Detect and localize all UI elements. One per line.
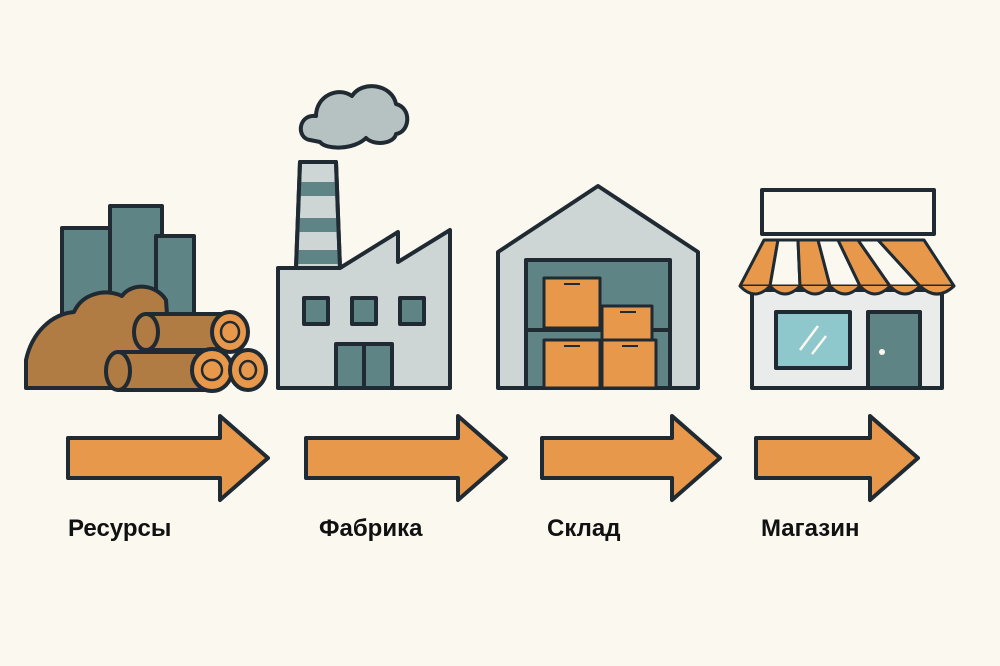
arrow-right-icon-factory — [304, 414, 508, 502]
smoke-cloud-icon — [299, 84, 410, 150]
shop-window — [774, 310, 852, 370]
shop-door — [866, 310, 922, 390]
stage-label-store: Магазин — [761, 515, 860, 542]
store-icon — [738, 188, 956, 390]
stage-label-resources: Ресурсы — [68, 515, 172, 542]
warehouse-icon — [496, 184, 700, 390]
arrow-right-icon-store — [754, 414, 920, 502]
stage-label-factory: Фабрика — [319, 515, 423, 542]
arrow-right-icon-warehouse — [540, 414, 722, 502]
arrow-right-icon-resources — [66, 414, 270, 502]
boxes-icon — [542, 276, 658, 390]
raw-materials-icon — [24, 204, 268, 393]
stage-label-warehouse: Склад — [547, 515, 621, 542]
striped-awning — [738, 238, 956, 296]
factory-icon — [276, 84, 452, 390]
flow-arrows — [66, 414, 920, 502]
